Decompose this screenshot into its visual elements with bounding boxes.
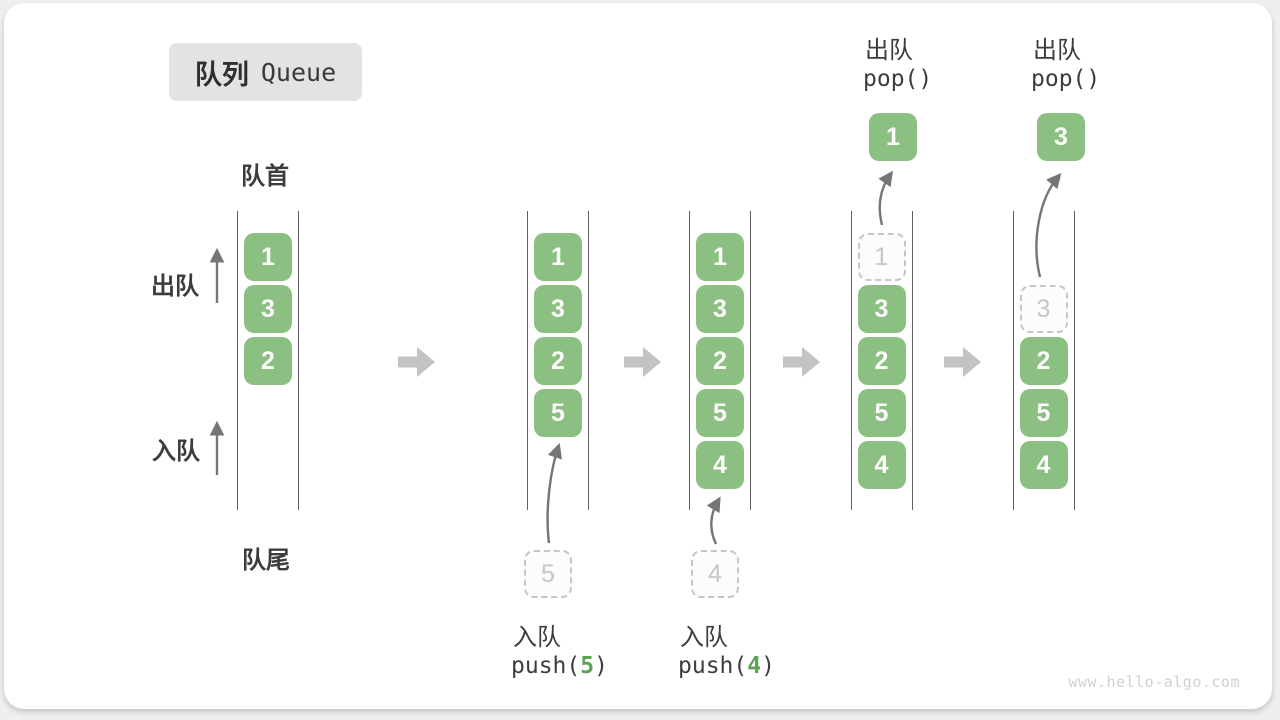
op-code: pop() xyxy=(863,66,933,92)
queue-wall-line xyxy=(689,211,691,510)
op-code-arg: 5 xyxy=(580,653,595,679)
queue-item: 2 xyxy=(534,337,582,385)
queue-item: 1 xyxy=(696,233,744,281)
queue-item: 1 xyxy=(534,233,582,281)
queue-wall-line xyxy=(237,211,239,510)
title-zh: 队列 xyxy=(194,59,249,90)
queue-wall-line xyxy=(1073,211,1075,510)
queue-item: 1 xyxy=(244,233,292,281)
queue-item: 3 xyxy=(857,285,906,333)
dequeue-label: 出队 xyxy=(151,273,199,300)
queue-item: 2 xyxy=(696,337,744,385)
queue-item: 3 xyxy=(696,285,744,333)
op-label: 入队 xyxy=(513,624,561,651)
op-code-arg: 4 xyxy=(747,653,762,679)
popped-item: 1 xyxy=(869,113,917,161)
queue-item: 5 xyxy=(1019,389,1068,437)
queue-item: 2 xyxy=(857,337,906,385)
queue-item: 3 xyxy=(244,285,292,333)
queue-wall-line xyxy=(298,211,300,510)
queue-front-label: 队首 xyxy=(241,163,289,190)
queue-item: 4 xyxy=(857,441,906,489)
queue-item: 5 xyxy=(534,389,582,437)
queue-wall-line xyxy=(527,211,529,510)
popped-item: 3 xyxy=(1037,113,1085,161)
queue-wall-line xyxy=(1012,211,1014,510)
queue-wall-line xyxy=(850,211,852,510)
queue-wall-line xyxy=(588,211,590,510)
incoming-item: 5 xyxy=(524,550,572,598)
op-label: 出队 xyxy=(1033,37,1081,64)
enqueue-label: 入队 xyxy=(152,438,200,465)
queue-item: 2 xyxy=(244,337,292,385)
op-label: 出队 xyxy=(865,37,913,64)
op-code: pop() xyxy=(1031,66,1101,92)
queue-item: 5 xyxy=(857,389,906,437)
op-code: push(5) xyxy=(511,653,608,679)
op-code: push(4) xyxy=(678,653,775,679)
watermark: www.hello-algo.com xyxy=(1068,673,1240,691)
diagram-card xyxy=(4,3,1272,709)
queue-wall-line xyxy=(911,211,913,510)
queue-wall-line xyxy=(750,211,752,510)
queue-item-dashed: 3 xyxy=(1019,285,1068,333)
title-en: Queue xyxy=(260,57,337,87)
queue-item: 4 xyxy=(696,441,744,489)
queue-item: 3 xyxy=(534,285,582,333)
queue-item-dashed: 1 xyxy=(857,233,906,281)
queue-rear-label: 队尾 xyxy=(242,547,290,574)
title-badge: 队列 Queue xyxy=(169,43,362,101)
queue-item: 2 xyxy=(1019,337,1068,385)
queue-item: 4 xyxy=(1019,441,1068,489)
incoming-item: 4 xyxy=(691,550,739,598)
op-label: 入队 xyxy=(680,624,728,651)
queue-item: 5 xyxy=(696,389,744,437)
